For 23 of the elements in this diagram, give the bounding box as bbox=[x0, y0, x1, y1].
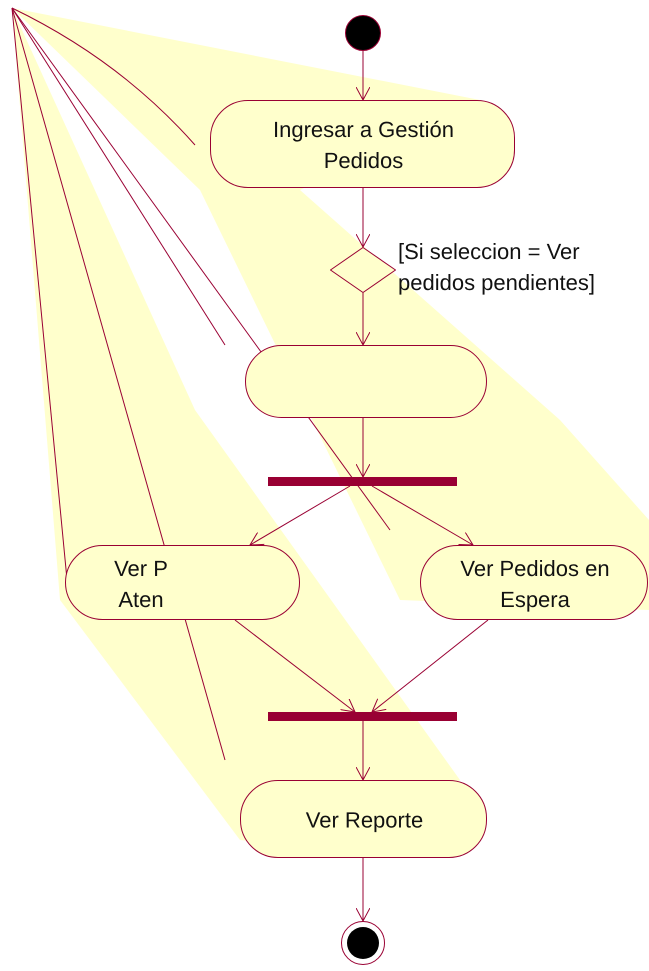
activity-label: Ingresar a Gestión Pedidos bbox=[272, 116, 455, 175]
arrow bbox=[356, 292, 370, 346]
arrow bbox=[356, 418, 370, 478]
activity-label: Ver Reporte bbox=[304, 806, 424, 834]
activity-box bbox=[210, 100, 515, 188]
sync-bar bbox=[268, 477, 457, 486]
decision-diamond bbox=[330, 247, 396, 293]
arrow bbox=[356, 720, 370, 780]
arrow bbox=[372, 620, 488, 712]
arrow bbox=[356, 188, 370, 248]
sync-bar bbox=[268, 712, 457, 721]
arrow bbox=[250, 486, 350, 546]
arrow bbox=[234, 620, 356, 712]
activity-box bbox=[65, 545, 300, 620]
activity-box bbox=[245, 345, 487, 418]
arrow bbox=[356, 50, 370, 100]
arrow bbox=[356, 858, 370, 922]
initial-state bbox=[345, 15, 381, 51]
arrow bbox=[372, 486, 474, 546]
activity-label: Ver P Aten bbox=[113, 554, 169, 614]
activity-label: Ver Pedidos en Espera bbox=[459, 554, 611, 614]
final-state bbox=[341, 921, 385, 965]
guard-condition: [Si seleccion = Ver pedidos pendientes] bbox=[398, 238, 596, 297]
